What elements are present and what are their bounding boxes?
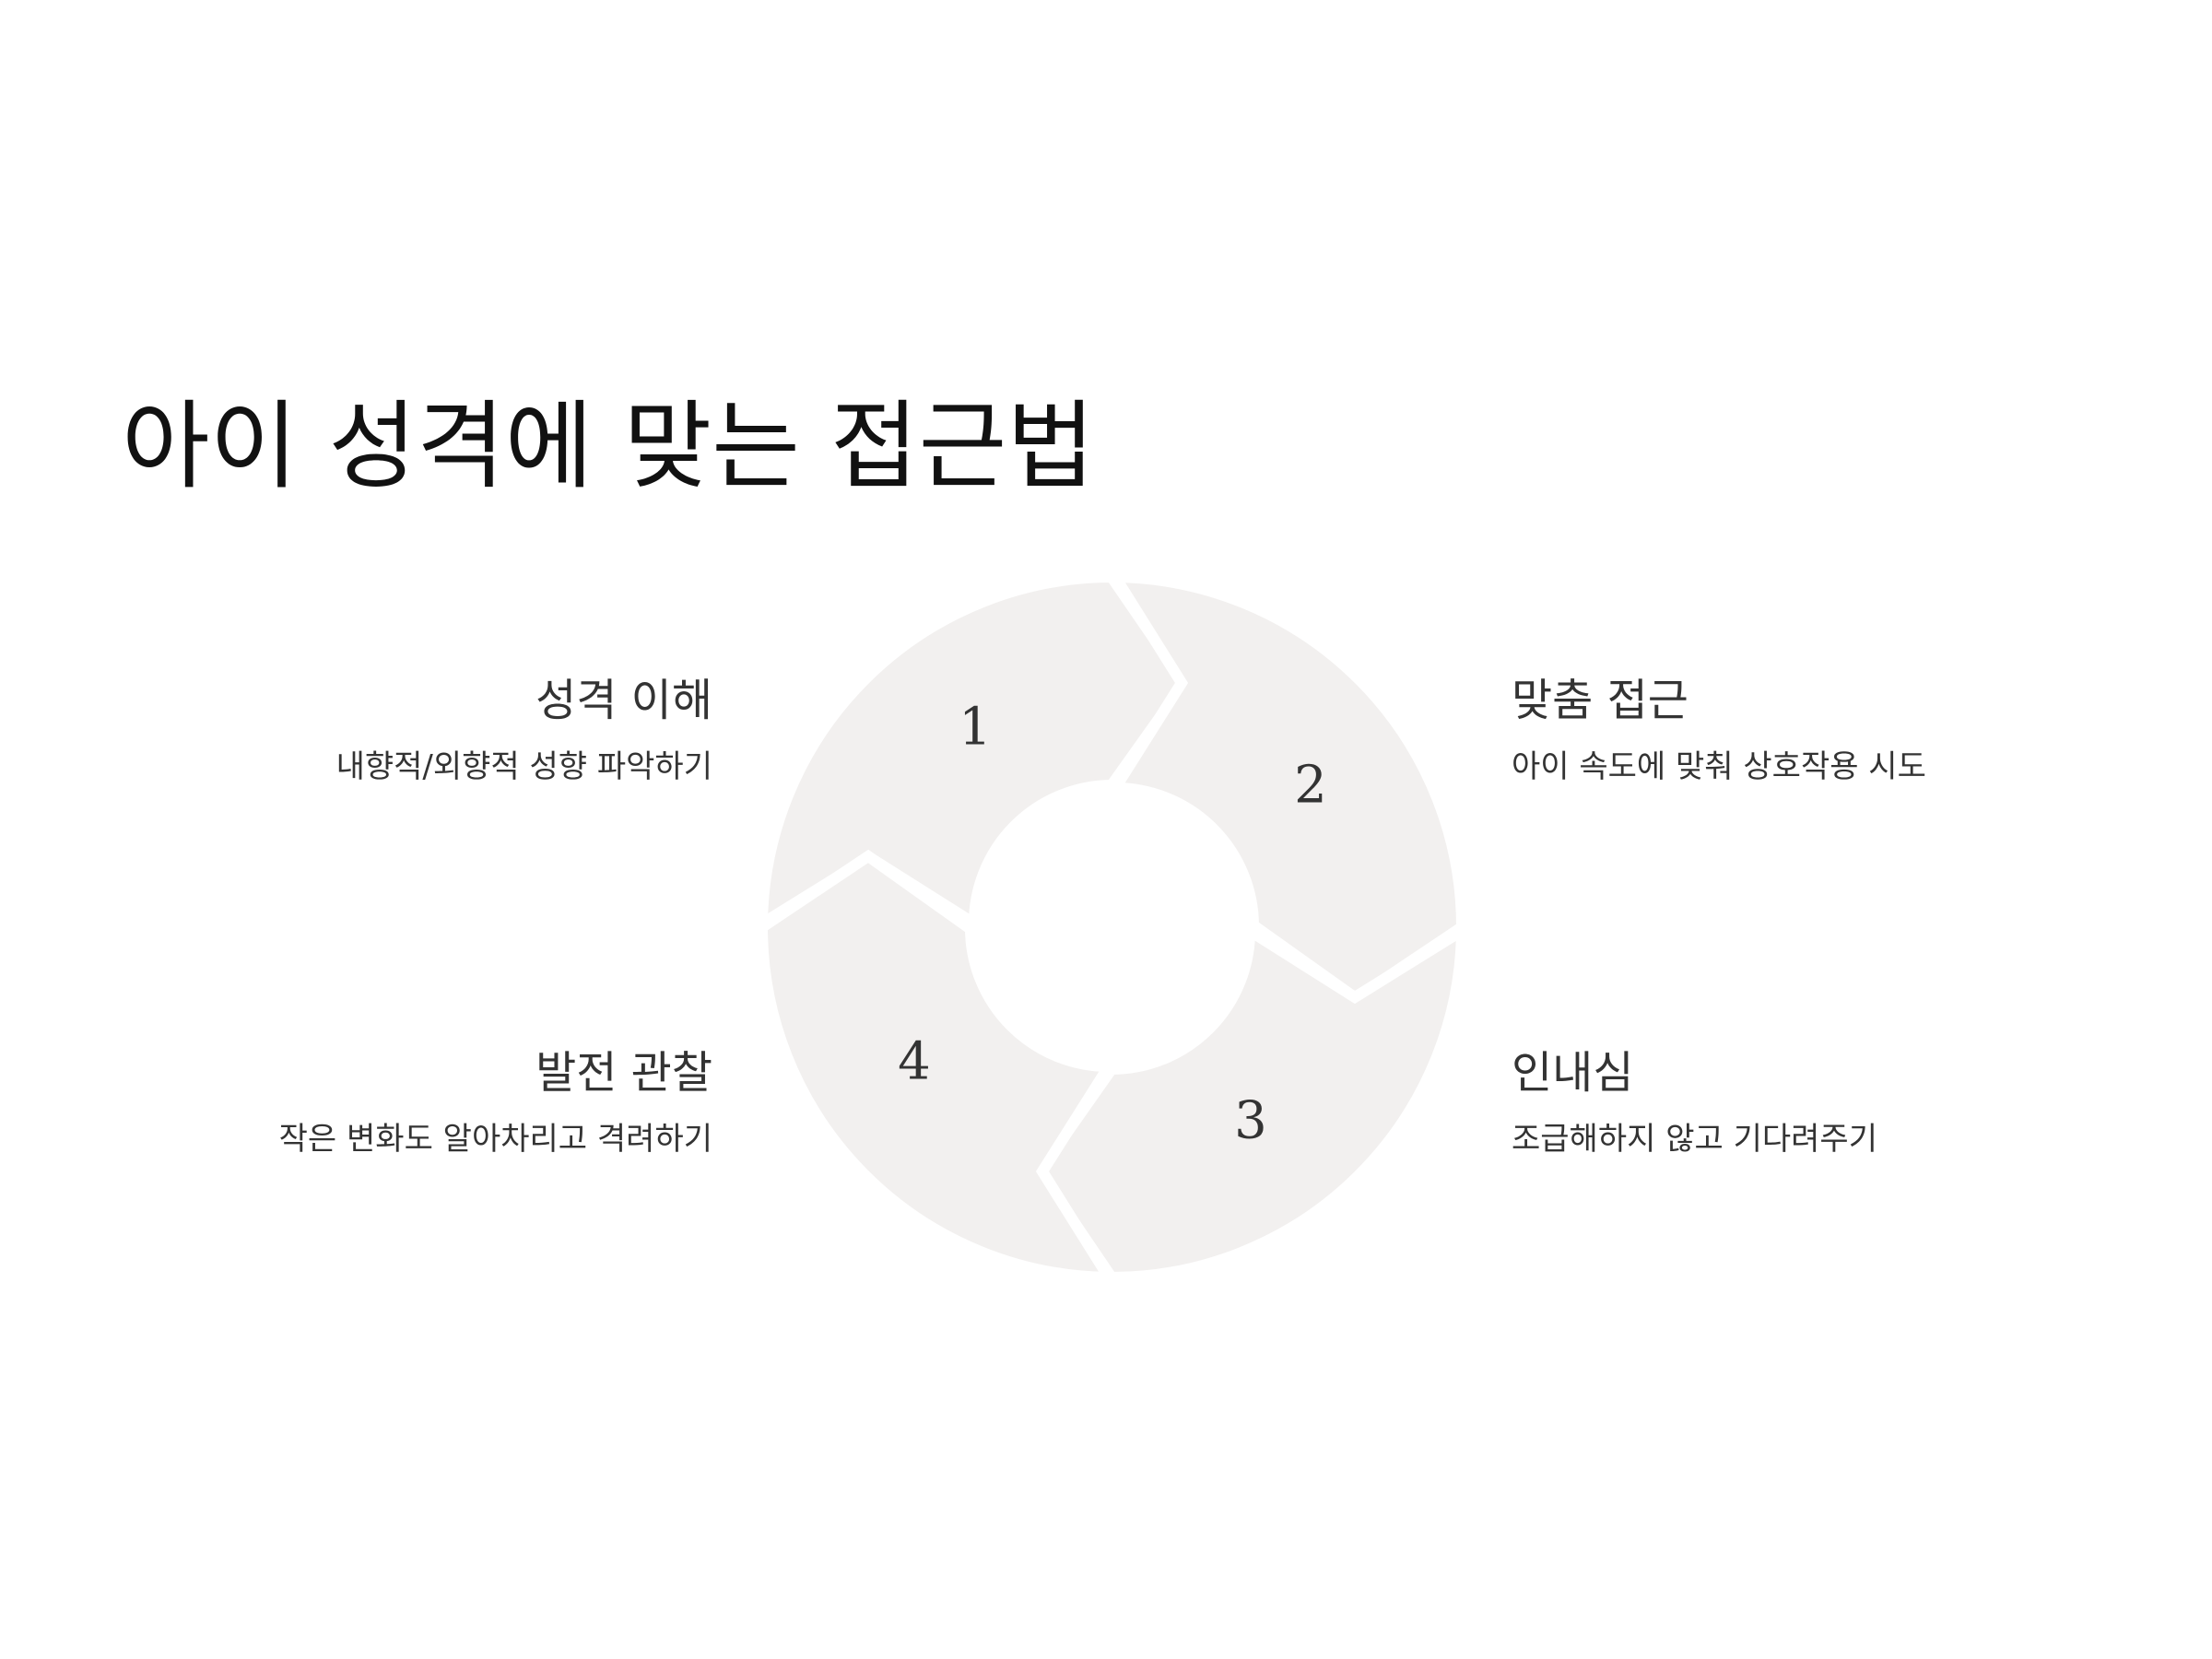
step-3-title: 인내심 [1512,1047,1634,1099]
step-4-description: 작은 변화도 알아차리고 격려하기 [278,1120,712,1158]
step-1-description: 내향적/외향적 성향 파악하기 [335,747,712,785]
step-1-title: 성격 이해 [535,675,712,726]
step-3-label: 인내심 조급해하지 않고 기다려주기 [1512,1047,1877,1158]
step-3-description: 조급해하지 않고 기다려주기 [1512,1120,1877,1158]
cycle-number-2: 2 [1294,756,1327,816]
cycle-number-4: 4 [898,1032,931,1092]
step-2-label: 맞춤 접근 아이 속도에 맞춰 상호작용 시도 [1512,675,1926,785]
cycle-segment-3 [1032,921,1468,1284]
cycle-number-1: 1 [959,698,992,758]
step-4-title: 발전 관찰 [535,1047,712,1099]
step-1-label: 성격 이해 내향적/외향적 성향 파악하기 [336,675,712,785]
cycle-number-3: 3 [1234,1091,1267,1151]
cycle-segment-2 [1105,571,1468,1006]
cycle-segment-4 [756,849,1119,1284]
step-2-title: 맞춤 접근 [1512,675,1688,726]
cycle-segment-1 [756,571,1192,934]
step-2-description: 아이 속도에 맞춰 상호작용 시도 [1512,747,1926,785]
step-4-label: 발전 관찰 작은 변화도 알아차리고 격려하기 [279,1047,712,1158]
page-title: 아이 성격에 맞는 접근법 [122,390,1095,502]
